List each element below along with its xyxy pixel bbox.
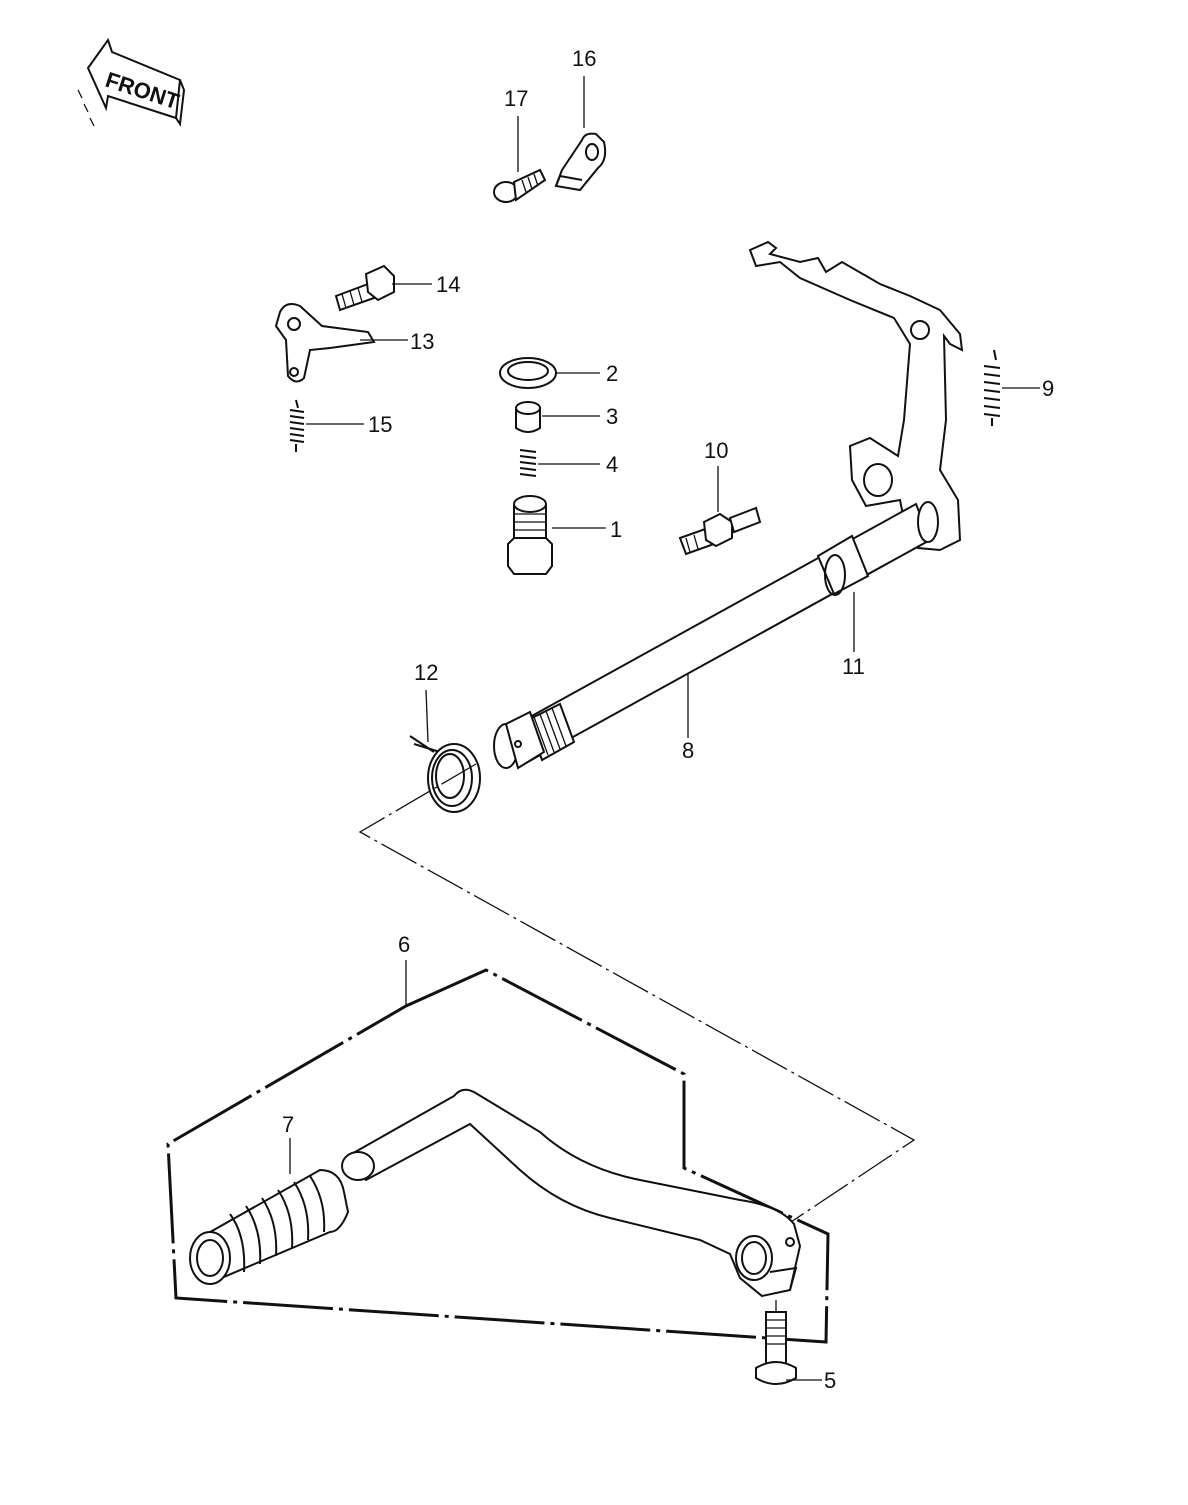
callout-10: 10: [704, 438, 728, 463]
callout-1: 1: [610, 517, 622, 542]
callout-13: 13: [410, 329, 434, 354]
spring-part-15: [289, 399, 305, 452]
pedal-assembly-outline: [166, 968, 830, 1344]
shift-shaft-assembly-part-8-11: [493, 240, 964, 770]
screw-part-17: [493, 168, 547, 203]
arm-part-13: [274, 303, 376, 383]
callout-16: 16: [572, 46, 596, 71]
washer-part-2: [499, 357, 557, 389]
callout-8: 8: [682, 738, 694, 763]
pin-part-3: [515, 401, 541, 433]
bracket-part-16: [554, 132, 607, 192]
callout-2: 2: [606, 361, 618, 386]
stud-part-10: [678, 506, 762, 556]
spring-part-9: [983, 349, 1001, 426]
bolt-part-14: [334, 264, 395, 312]
spring-part-4: [519, 449, 537, 477]
plug-part-1: [507, 495, 553, 575]
callout-6: 6: [398, 932, 410, 957]
shift-pedal-part-6: [341, 1088, 802, 1298]
callout-17: 17: [504, 86, 528, 111]
callout-4: 4: [606, 452, 618, 477]
callout-3: 3: [606, 404, 618, 429]
callout-labels: 1 2 3 4 5 6 7 8 9 10 11 12 13 14 15 16 1…: [282, 46, 1054, 1393]
callout-9: 9: [1042, 376, 1054, 401]
callout-15: 15: [368, 412, 392, 437]
callout-5: 5: [824, 1368, 836, 1393]
footpeg-rubber-part-7: [189, 1168, 350, 1285]
assembly-guide-line: [358, 763, 916, 1225]
callout-12: 12: [414, 660, 438, 685]
leader-lines: [289, 76, 1040, 1381]
callout-14: 14: [436, 272, 460, 297]
torsion-spring-part-12: [409, 735, 481, 813]
front-arrow-icon: FRONT: [77, 37, 186, 127]
callout-11: 11: [842, 654, 865, 679]
bolt-part-5: [755, 1300, 797, 1385]
callout-7: 7: [282, 1112, 294, 1137]
